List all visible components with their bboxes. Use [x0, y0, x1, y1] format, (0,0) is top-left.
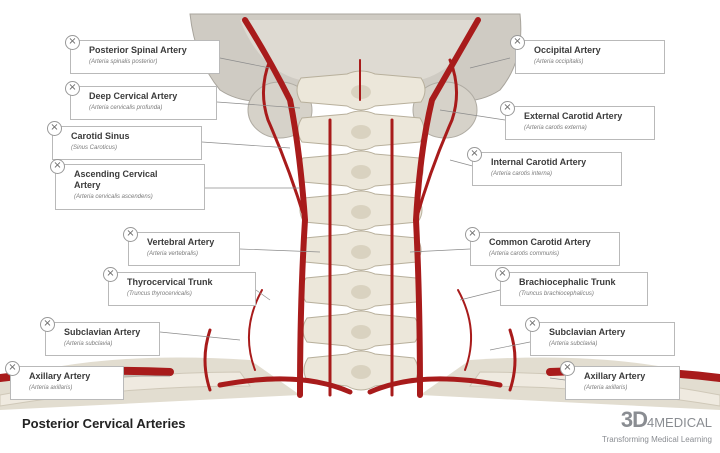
label-internal-carotid-artery[interactable]: × Internal Carotid Artery (Arteria carot… [467, 147, 622, 186]
label-name: Subclavian Artery [549, 327, 626, 337]
label-latin: (Arteria cervicalis ascendens) [74, 194, 153, 200]
label-subclavian-artery-left[interactable]: × Subclavian Artery (Arteria subclavia) [40, 317, 160, 356]
close-icon[interactable]: × [525, 317, 540, 332]
label-latin: (Arteria vertebralis) [147, 251, 199, 257]
slide-title: Posterior Cervical Arteries [22, 416, 186, 431]
brand-logo: 3D4MEDICAL Transforming Medical Learning [602, 408, 712, 445]
close-icon[interactable]: × [103, 267, 118, 282]
label-axillary-artery-right[interactable]: × Axillary Artery (Arteria axillaris) [560, 361, 680, 400]
spinous-process [351, 285, 371, 299]
label-name: Ascending Cervical Artery [74, 169, 158, 190]
label-name: Carotid Sinus [71, 131, 130, 141]
label-name: External Carotid Artery [524, 111, 623, 121]
label-latin: (Arteria carotis externa) [524, 125, 587, 131]
spinous-process [351, 325, 371, 339]
label-latin: (Sinus Caroticus) [71, 145, 118, 151]
label-latin: (Arteria axillaris) [29, 385, 73, 391]
label-posterior-spinal-artery[interactable]: × Posterior Spinal Artery (Arteria spina… [65, 35, 220, 74]
spinous-process [351, 245, 371, 259]
label-name: Brachiocephalic Trunk [519, 277, 616, 287]
label-common-carotid-artery[interactable]: × Common Carotid Artery (Arteria carotis… [465, 227, 620, 266]
label-vertebral-artery[interactable]: × Vertebral Artery (Arteria vertebralis) [123, 227, 240, 266]
brand-suffix: 4MEDICAL [646, 415, 712, 430]
close-icon[interactable]: × [65, 81, 80, 96]
label-name: Common Carotid Artery [489, 237, 591, 247]
label-name: Deep Cervical Artery [89, 91, 178, 101]
label-axillary-artery-left[interactable]: × Axillary Artery (Arteria axillaris) [5, 361, 124, 400]
brand-wordmark: 3D4MEDICAL [602, 408, 712, 435]
close-icon[interactable]: × [560, 361, 575, 376]
footer [0, 410, 720, 453]
brand-main: 3D [620, 407, 648, 432]
close-icon[interactable]: × [65, 35, 80, 50]
label-name: Thyrocervical Trunk [127, 277, 213, 287]
occipital-bone [240, 20, 480, 80]
label-latin: (Arteria subclavia) [549, 341, 598, 347]
label-external-carotid-artery[interactable]: × External Carotid Artery (Arteria carot… [500, 101, 655, 140]
label-name: Axillary Artery [29, 371, 91, 381]
close-icon[interactable]: × [465, 227, 480, 242]
label-name: Vertebral Artery [147, 237, 215, 247]
spinous-process [351, 165, 371, 179]
close-icon[interactable]: × [50, 159, 65, 174]
label-latin: (Arteria cervicalis profunda) [89, 105, 163, 111]
label-ascending-cervical-artery[interactable]: × Ascending Cervical Artery (Arteria cer… [50, 159, 205, 210]
spinous-process [351, 205, 371, 219]
label-occipital-artery[interactable]: × Occipital Artery (Arteria occipitalis) [510, 35, 665, 74]
close-icon[interactable]: × [467, 147, 482, 162]
label-latin: (Arteria subclavia) [64, 341, 113, 347]
label-latin: (Arteria carotis interna) [491, 171, 553, 177]
label-name: Subclavian Artery [64, 327, 141, 337]
label-latin: (Arteria occipitalis) [534, 59, 584, 65]
close-icon[interactable]: × [40, 317, 55, 332]
close-icon[interactable]: × [5, 361, 20, 376]
label-thyrocervical-trunk[interactable]: × Thyrocervical Trunk (Truncus thyrocerv… [103, 267, 256, 306]
label-latin: (Arteria spinalis posterior) [89, 59, 158, 65]
label-carotid-sinus[interactable]: × Carotid Sinus (Sinus Caroticus) [47, 121, 202, 160]
close-icon[interactable]: × [47, 121, 62, 136]
close-icon[interactable]: × [510, 35, 525, 50]
close-icon[interactable]: × [495, 267, 510, 282]
spinous-process [351, 365, 371, 379]
label-latin: (Arteria carotis communis) [489, 251, 560, 257]
label-name: Posterior Spinal Artery [89, 45, 187, 55]
label-latin: (Arteria axillaris) [584, 385, 628, 391]
brand-tagline: Transforming Medical Learning [602, 435, 712, 444]
label-deep-cervical-artery[interactable]: × Deep Cervical Artery (Arteria cervical… [65, 81, 217, 120]
close-icon[interactable]: × [123, 227, 138, 242]
label-name: Internal Carotid Artery [491, 157, 587, 167]
spinous-process [351, 125, 371, 139]
label-subclavian-artery-right[interactable]: × Subclavian Artery (Arteria subclavia) [525, 317, 675, 356]
label-latin: (Truncus brachiocephalicus) [519, 291, 594, 297]
label-latin: (Truncus thyrocervicalis) [127, 291, 192, 297]
close-icon[interactable]: × [500, 101, 515, 116]
cervical-vertebrae [296, 70, 426, 391]
anatomy-illustration: × Posterior Spinal Artery (Arteria spina… [0, 13, 720, 410]
label-brachiocephalic-trunk[interactable]: × Brachiocephalic Trunk (Truncus brachio… [495, 267, 648, 306]
label-name: Occipital Artery [534, 45, 601, 55]
label-name: Axillary Artery [584, 371, 646, 381]
